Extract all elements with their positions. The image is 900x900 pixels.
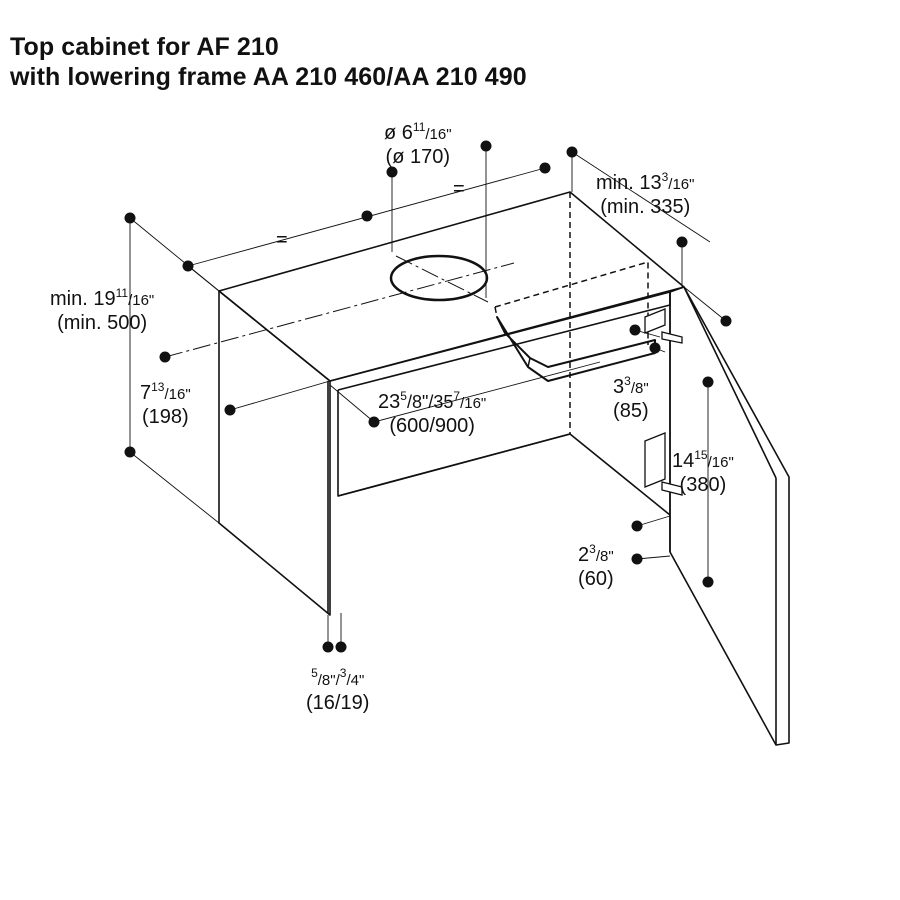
open-door — [669, 286, 790, 746]
panel-thickness-label: 5/8"/3/4" (16/19) — [306, 666, 370, 714]
hinge-top-label: 33/8" (85) — [613, 374, 649, 422]
rear-offset-label: min. 133/16" (min. 335) — [596, 170, 695, 218]
width-label: 235/8"/357/16" (600/900) — [378, 389, 487, 437]
equal-mark-left: = — [276, 229, 288, 251]
lower-hinge — [644, 432, 666, 488]
upper-hinge — [644, 308, 666, 334]
hinge-bottom-label: 23/8" (60) — [578, 542, 614, 590]
diameter-label: ø 611/16" (ø 170) — [384, 120, 452, 168]
cabinet-top — [218, 191, 685, 382]
upper-hinge-arm — [661, 331, 683, 344]
hinges — [644, 308, 683, 496]
left-side-panel — [218, 290, 331, 616]
axis-lines — [164, 255, 515, 358]
hinge-span-label: 1415/16" (380) — [672, 448, 734, 496]
title-line-2: with lowering frame AA 210 460/AA 210 49… — [10, 63, 527, 91]
height-label: min. 1911/16" (min. 500) — [50, 286, 155, 334]
lowering-frame — [496, 316, 656, 382]
dimension-dots — [124, 140, 732, 653]
front-depth-label: 713/16" (198) — [140, 380, 191, 428]
title-line-1: Top cabinet for AF 210 — [10, 33, 279, 61]
lower-hinge-arm — [661, 481, 683, 496]
page-title: Top cabinet for AF 210 with lowering fra… — [10, 32, 527, 92]
exhaust-opening — [389, 254, 489, 302]
equal-mark-right: = — [453, 178, 465, 200]
